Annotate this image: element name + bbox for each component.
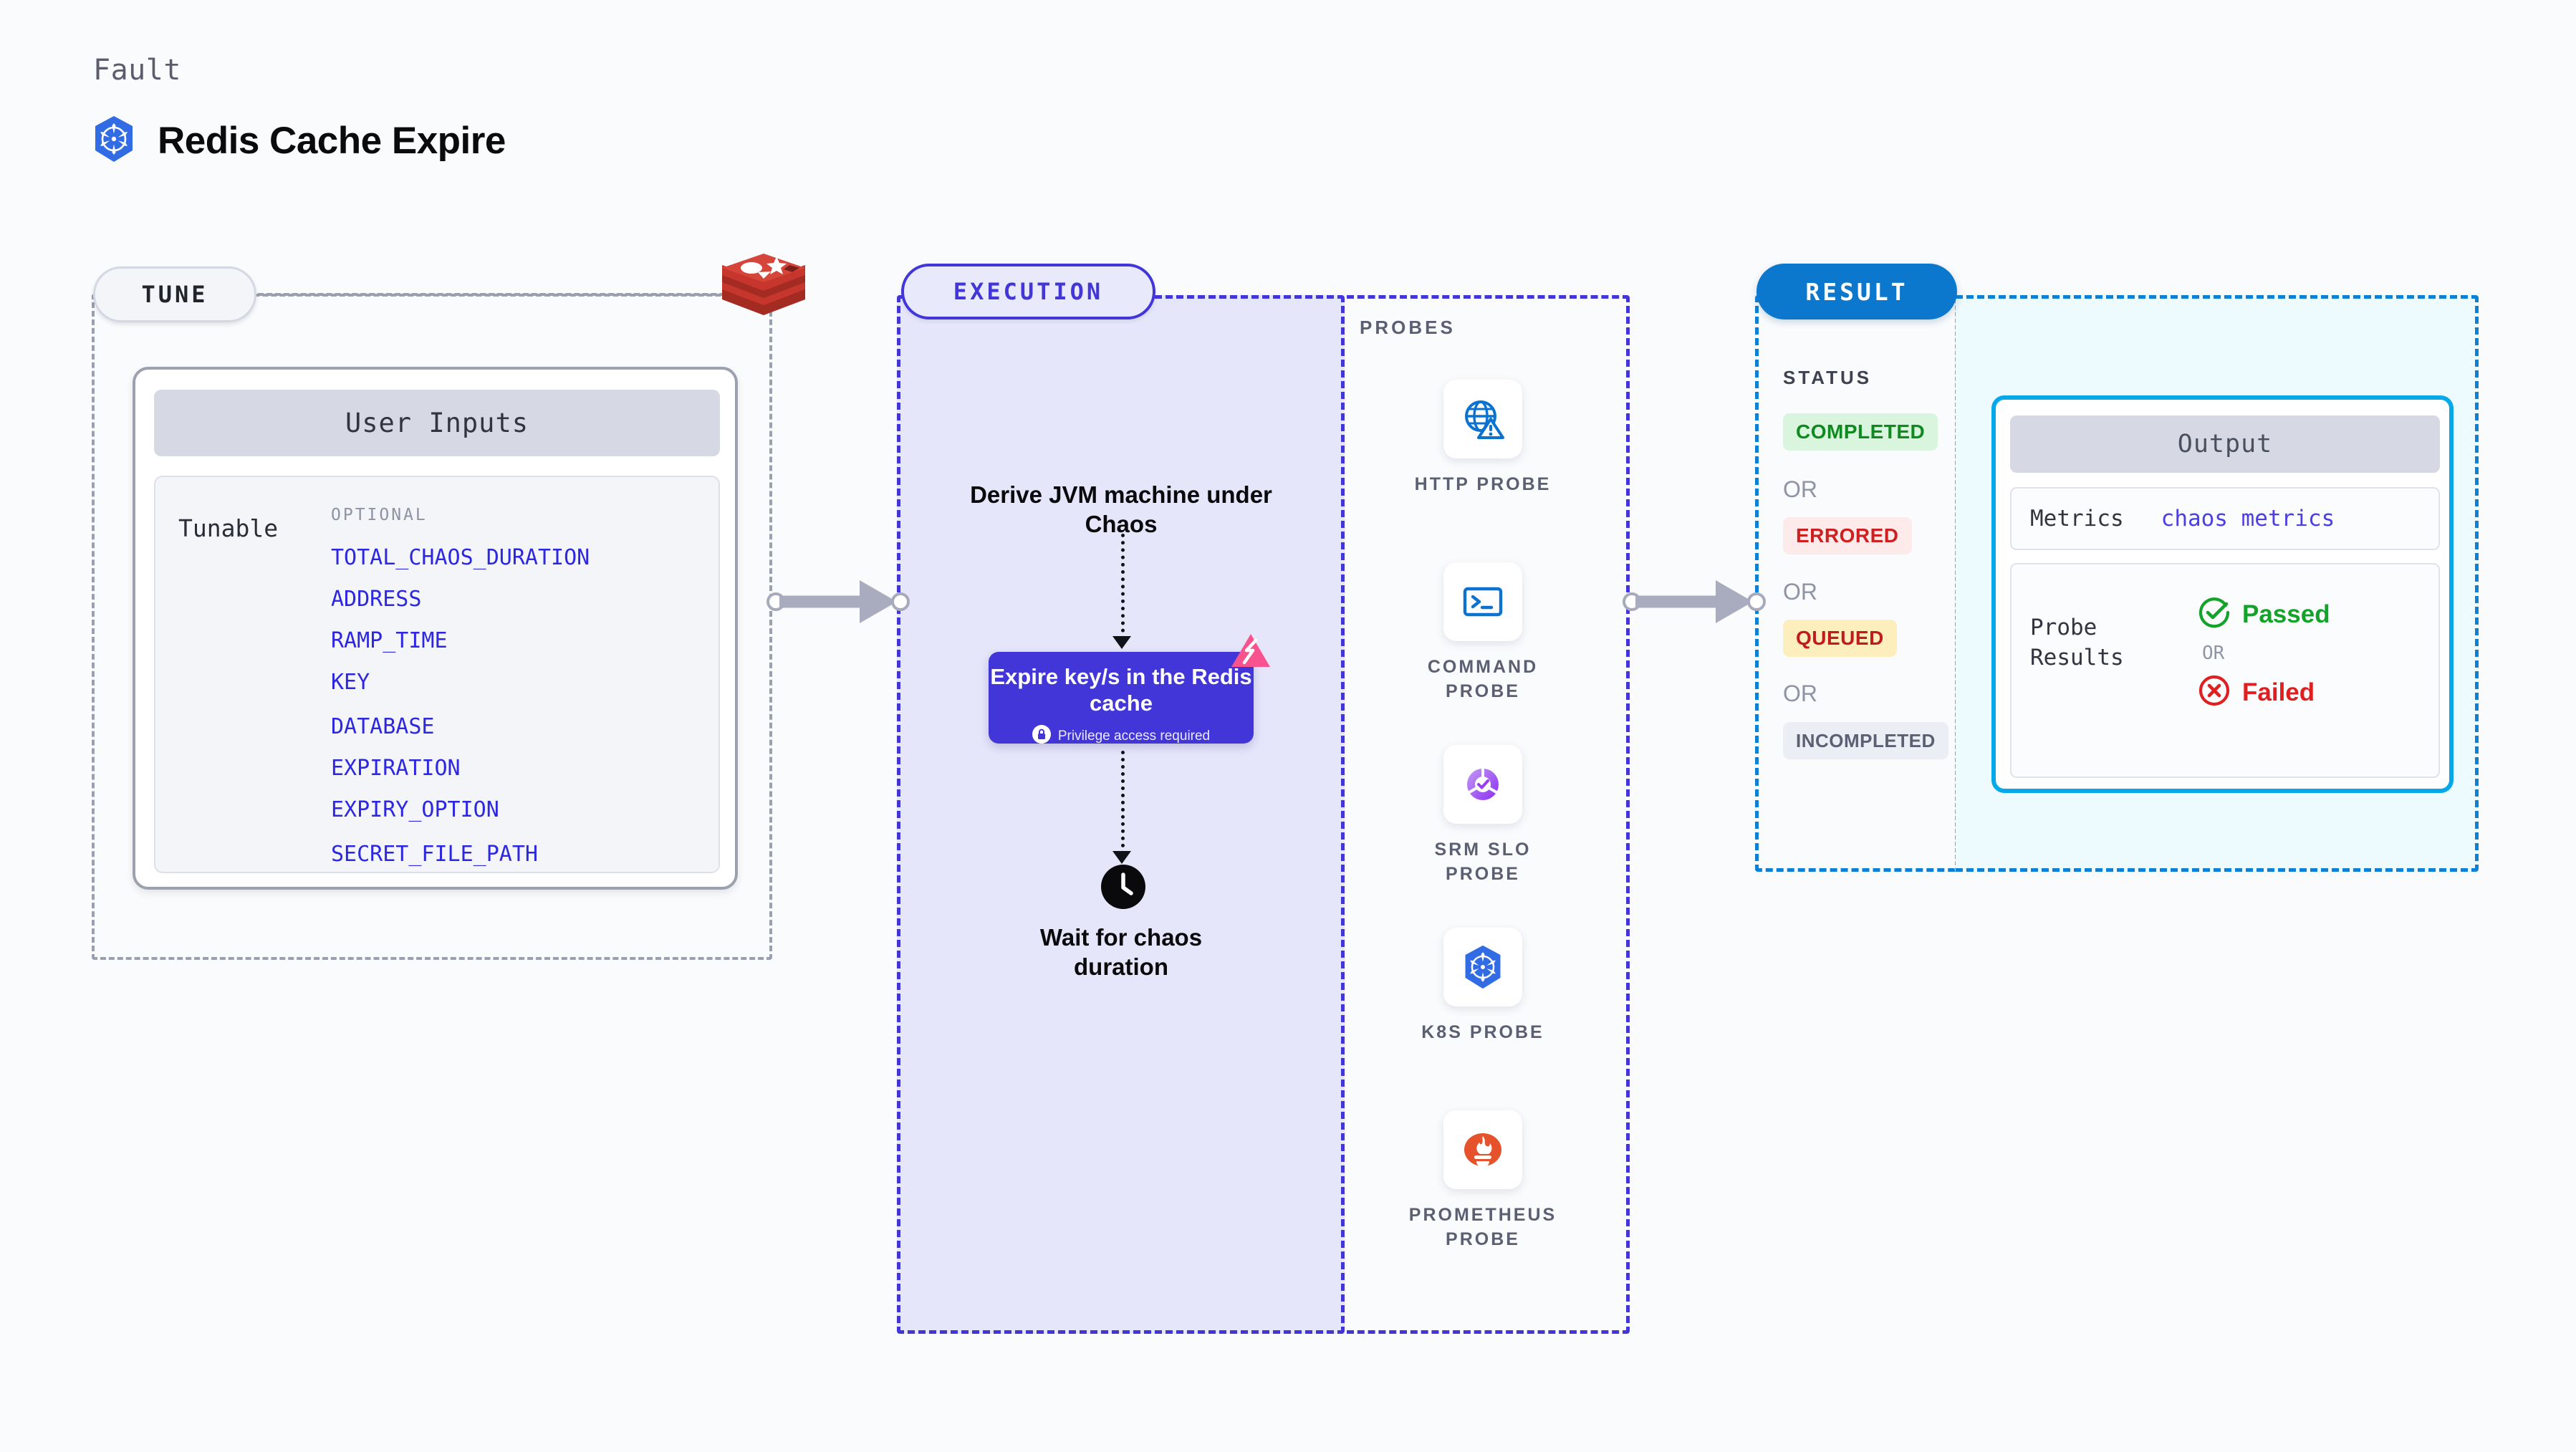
outcome-passed: Passed	[2198, 596, 2330, 633]
slo-gauge-check-icon	[1443, 745, 1522, 824]
check-circle-icon	[2198, 596, 2231, 633]
clock-icon	[1101, 865, 1145, 909]
redis-logo	[718, 249, 809, 328]
kubernetes-icon	[92, 115, 136, 167]
tunable-item[interactable]: EXPIRATION	[331, 756, 461, 781]
step-wait-label: Wait for chaos duration	[1039, 924, 1203, 981]
arrow-head	[860, 580, 897, 623]
tune-pill[interactable]: TUNE	[93, 266, 256, 322]
probe-http[interactable]: HTTP PROBE	[1397, 380, 1569, 497]
flow-connector-2	[1121, 751, 1125, 855]
probe-command[interactable]: COMMAND PROBE	[1397, 562, 1569, 704]
status-badge-completed: COMPLETED	[1783, 413, 1938, 451]
privilege-note-row: Privilege access required	[989, 725, 1254, 747]
tunable-list: TOTAL_CHAOS_DURATION ADDRESS RAMP_TIME K…	[331, 545, 590, 883]
prometheus-icon	[1443, 1110, 1522, 1189]
outcome-passed-label: Passed	[2242, 600, 2330, 628]
outcome-failed-label: Failed	[2242, 678, 2315, 706]
lock-icon	[1032, 725, 1051, 747]
status-label: STATUS	[1783, 367, 1873, 388]
status-badge-incompleted: INCOMPLETED	[1783, 722, 1948, 759]
output-header: Output	[2010, 415, 2440, 473]
user-inputs-card: User Inputs Tunable OPTIONAL TOTAL_CHAOS…	[133, 367, 738, 890]
outcome-failed: Failed	[2198, 674, 2330, 711]
fault-action-card[interactable]: Expire key/s in the Redis cache Privileg…	[989, 634, 1270, 747]
harness-chaos-icon	[1229, 631, 1273, 673]
probe-label: K8S PROBE	[1421, 1022, 1544, 1042]
tunable-item[interactable]: TOTAL_CHAOS_DURATION	[331, 545, 590, 570]
probe-label: HTTP PROBE	[1414, 474, 1552, 494]
x-circle-icon	[2198, 674, 2231, 711]
probes-section-label: PROBES	[1360, 317, 1456, 338]
execution-pill[interactable]: EXECUTION	[901, 264, 1155, 319]
tunable-label: Tunable	[178, 514, 279, 542]
status-badge-errored: ERRORED	[1783, 517, 1912, 554]
result-pill[interactable]: RESULT	[1756, 264, 1957, 319]
probe-label: PROMETHEUS PROBE	[1408, 1205, 1557, 1249]
arrow-end-dot	[891, 592, 910, 611]
user-inputs-header: User Inputs	[154, 390, 720, 456]
arrow-bar	[1635, 595, 1721, 608]
probe-prometheus[interactable]: PROMETHEUS PROBE	[1397, 1110, 1569, 1252]
tunable-item[interactable]: KEY	[331, 670, 370, 695]
metrics-row: Metrics chaos metrics	[2010, 487, 2440, 550]
metrics-value[interactable]: chaos metrics	[2161, 506, 2335, 532]
optional-label: OPTIONAL	[331, 506, 428, 524]
kubernetes-icon	[1443, 928, 1522, 1006]
tunable-item[interactable]: SECRET_FILE_PATH	[331, 842, 538, 867]
fault-action-title: Expire key/s in the Redis cache	[990, 664, 1252, 716]
arrow-execution-to-result	[1623, 580, 1766, 623]
probe-k8s[interactable]: K8S PROBE	[1397, 928, 1569, 1045]
probe-srm-slo[interactable]: SRM SLO PROBE	[1397, 745, 1569, 887]
tunable-item[interactable]: EXPIRY_OPTION	[331, 797, 499, 822]
status-section	[1755, 295, 1957, 872]
arrow-bar	[779, 595, 865, 608]
tunable-item[interactable]: DATABASE	[331, 714, 435, 739]
privilege-note: Privilege access required	[1057, 728, 1211, 744]
terminal-icon	[1443, 562, 1522, 641]
metrics-key: Metrics	[2030, 506, 2124, 532]
probe-outcomes: Passed OR Failed	[2198, 596, 2330, 711]
tune-target-connector	[258, 293, 759, 296]
flow-connector-1	[1121, 534, 1125, 640]
status-badge-queued: QUEUED	[1783, 620, 1897, 657]
outcome-or: OR	[2202, 643, 2225, 664]
tunable-box: Tunable OPTIONAL TOTAL_CHAOS_DURATION AD…	[154, 476, 720, 873]
arrow-head	[1716, 580, 1753, 623]
probe-label: SRM SLO PROBE	[1434, 840, 1532, 884]
arrow-tune-to-execution	[766, 580, 910, 623]
status-or: OR	[1783, 579, 1817, 605]
probe-label: COMMAND PROBE	[1427, 657, 1539, 701]
globe-warning-icon	[1443, 380, 1522, 458]
status-or: OR	[1783, 681, 1817, 706]
status-or: OR	[1783, 476, 1817, 502]
tunable-item[interactable]: RAMP_TIME	[331, 628, 448, 653]
arrow-end-dot	[1747, 592, 1766, 611]
tunable-item[interactable]: ADDRESS	[331, 587, 422, 612]
page-title: Redis Cache Expire	[158, 120, 506, 162]
step-derive-label: Derive JVM machine under Chaos	[970, 481, 1272, 538]
page-eyebrow: Fault	[93, 54, 181, 87]
flow-arrow-2	[1112, 851, 1131, 864]
page-title-row: Redis Cache Expire	[92, 115, 506, 167]
flow-arrow-1	[1112, 636, 1131, 649]
